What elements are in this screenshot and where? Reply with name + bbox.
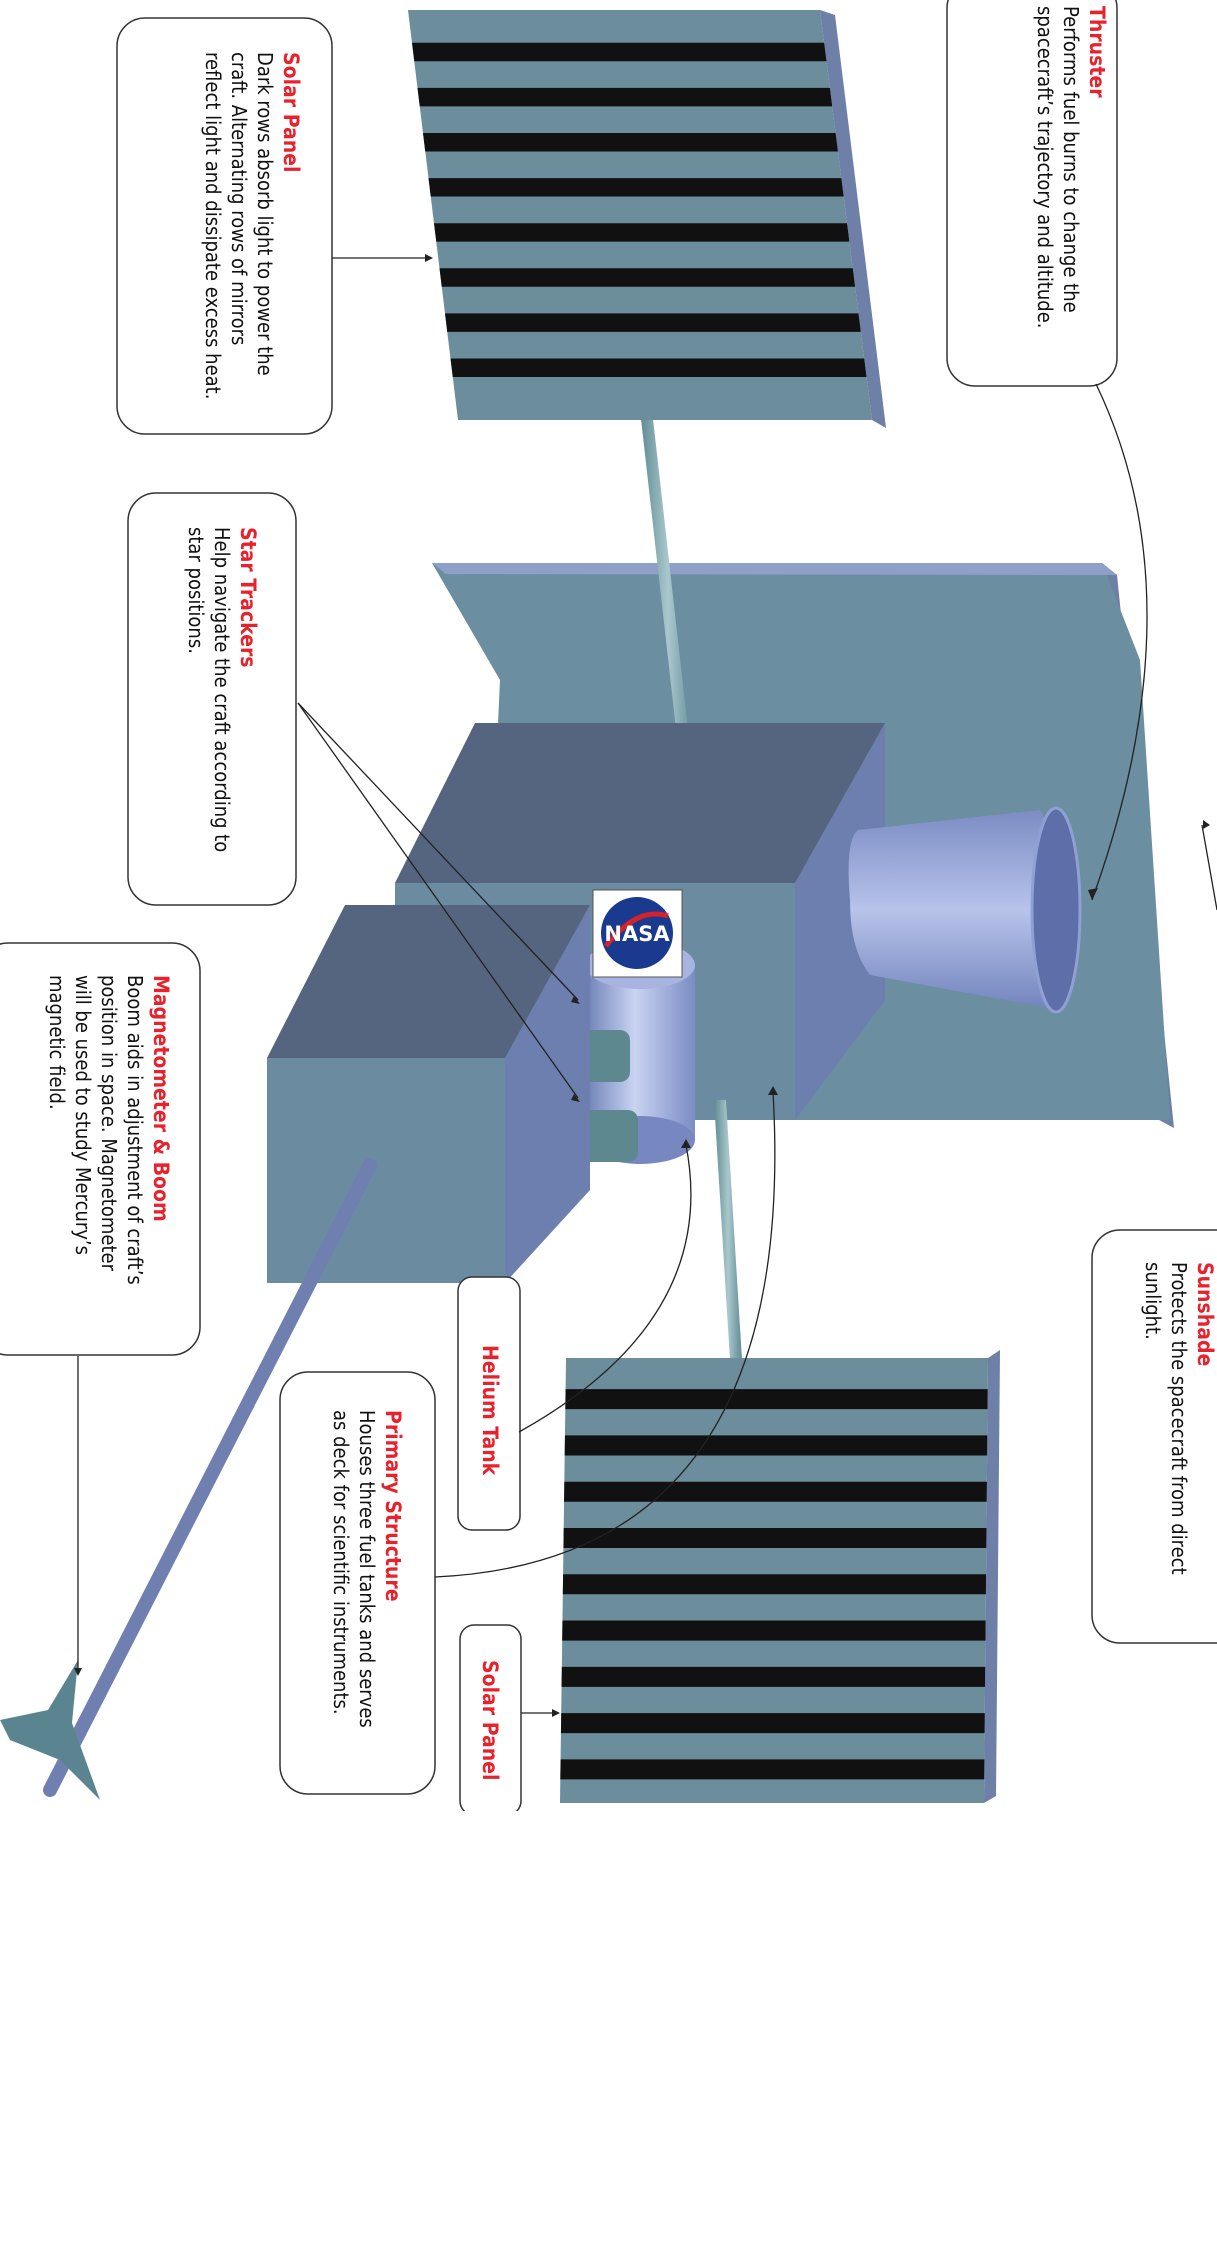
- thruster-title: Thruster: [1084, 6, 1110, 606]
- nasa-logo-text: NASA: [604, 922, 670, 946]
- solar-panel-bottom-stripe: [565, 1389, 987, 1409]
- star-trackers-title: Star Trackers: [235, 527, 261, 1127]
- star-trackers-description: Help navigate the craft according to sta…: [183, 527, 235, 1127]
- solar-panel-bottom-stripe: [563, 1574, 986, 1594]
- sunshade-description: Protects the spacecraft from direct sunl…: [1140, 1262, 1192, 1862]
- thruster-description: Performs fuel burns to change the spacec…: [1032, 6, 1084, 606]
- solar-panel-bottom-stripe: [563, 1528, 986, 1548]
- solar-panel-top-stripe: [445, 313, 861, 331]
- primary-structure-label: Primary Structure Houses three fuel tank…: [328, 1410, 406, 2010]
- thruster-label: Thruster Performs fuel burns to change t…: [1032, 6, 1110, 606]
- solar-panel-bottom-label: Solar Panel: [477, 1660, 503, 2260]
- solar-panel-top-stripe: [418, 88, 833, 106]
- magnetometer-label: Magnetometer & Boom Boom aids in adjustm…: [44, 975, 174, 1575]
- solar-panel-top-stripe: [423, 133, 838, 151]
- solar-panel-bottom-stripe: [560, 1759, 984, 1779]
- solar-panel-top-title: Solar Panel: [278, 52, 304, 652]
- magnetometer-description: Boom aids in adjustment of craft’s posit…: [44, 975, 148, 1575]
- solar-panel-top-stripe: [434, 223, 849, 241]
- solar-panel-bottom-stripe: [565, 1435, 988, 1455]
- star-trackers-label: Star Trackers Help navigate the craft ac…: [183, 527, 261, 1127]
- solar-panel-top-stripe: [429, 178, 844, 196]
- strut-bottom: [714, 1100, 742, 1360]
- solar-panel-top-stripe: [440, 268, 856, 286]
- magnetometer-title: Magnetometer & Boom: [148, 975, 174, 1575]
- solar-panel-top: [408, 10, 886, 428]
- solar-panel-bottom-stripe: [561, 1713, 985, 1733]
- solar-panel-bottom: [560, 1350, 1000, 1803]
- solar-panel-top-stripe: [451, 359, 867, 377]
- solar-panel-top-stripe: [412, 43, 827, 61]
- sunshade-title: Sunshade: [1192, 1262, 1217, 1862]
- primary-structure-description: Houses three fuel tanks and serves as de…: [328, 1410, 380, 2010]
- solar-panel-bottom-stripe: [564, 1482, 987, 1502]
- solar-panel-bottom-stripe: [562, 1621, 985, 1641]
- solar-panel-bottom-title: Solar Panel: [477, 1660, 503, 2260]
- solar-panel-bottom-stripe: [562, 1667, 986, 1687]
- sunshade-label: Sunshade Protects the spacecraft from di…: [1140, 1262, 1217, 1862]
- primary-structure-title: Primary Structure: [380, 1410, 406, 2010]
- nasa-logo: NASA: [593, 890, 682, 977]
